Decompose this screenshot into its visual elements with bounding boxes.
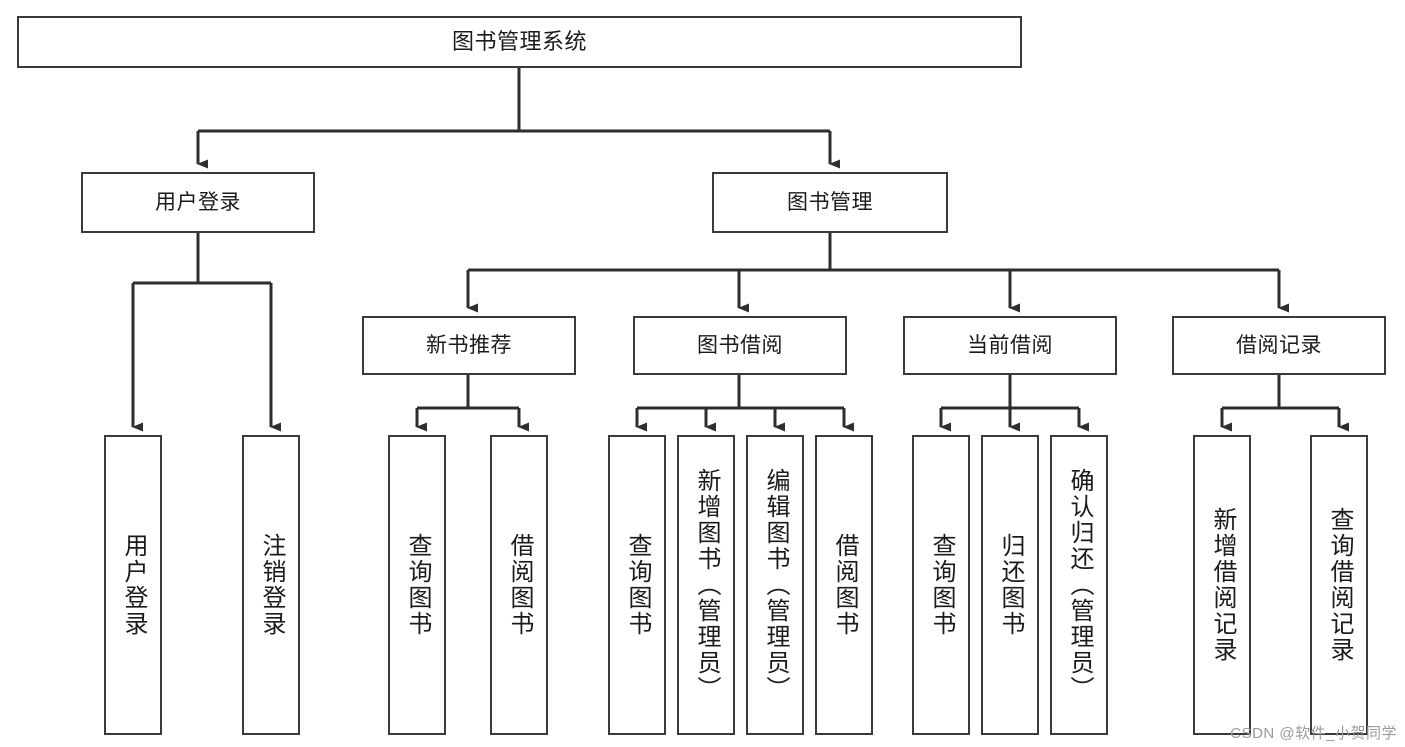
node-label: 查询图书	[403, 533, 431, 637]
node-label: 查询图书	[623, 533, 651, 637]
node-label: 查询图书	[927, 533, 955, 637]
node-book-management[interactable]: 图书管理	[712, 172, 948, 233]
node-label: 当前借阅	[967, 334, 1053, 357]
node-label: 图书管理系统	[451, 29, 587, 54]
leaf-record-add[interactable]: 新增借阅记录	[1193, 435, 1251, 735]
leaf-record-query[interactable]: 查询借阅记录	[1310, 435, 1368, 735]
node-label: 查询借阅记录	[1325, 507, 1353, 663]
node-label: 新书推荐	[426, 334, 512, 357]
node-current-borrow[interactable]: 当前借阅	[903, 316, 1117, 375]
leaf-borrow-edit-book[interactable]: 编辑图书（管理员）	[746, 435, 804, 735]
node-label: 归还图书	[996, 533, 1024, 637]
node-label: 图书借阅	[697, 334, 783, 357]
node-book-borrow[interactable]: 图书借阅	[633, 316, 847, 375]
leaf-current-return-book[interactable]: 归还图书	[981, 435, 1039, 735]
node-user-login[interactable]: 用户登录	[81, 172, 315, 233]
node-root-system[interactable]: 图书管理系统	[17, 16, 1022, 68]
node-label: 借阅记录	[1236, 334, 1322, 357]
node-label: 用户登录	[119, 533, 147, 637]
leaf-new-book-query[interactable]: 查询图书	[388, 435, 446, 735]
leaf-new-book-borrow[interactable]: 借阅图书	[490, 435, 548, 735]
node-label: 图书管理	[787, 191, 873, 214]
node-label: 借阅图书	[830, 533, 858, 637]
leaf-user-login[interactable]: 用户登录	[104, 435, 162, 735]
leaf-logout[interactable]: 注销登录	[242, 435, 300, 735]
node-label: 新增图书（管理员）	[692, 468, 720, 702]
watermark: CSDN @软件_小贺同学	[1230, 725, 1397, 742]
leaf-borrow-borrow-book[interactable]: 借阅图书	[815, 435, 873, 735]
leaf-borrow-query-book[interactable]: 查询图书	[608, 435, 666, 735]
leaf-current-confirm-return[interactable]: 确认归还（管理员）	[1050, 435, 1108, 735]
node-label: 借阅图书	[505, 533, 533, 637]
node-label: 编辑图书（管理员）	[761, 468, 789, 702]
node-label: 注销登录	[257, 533, 285, 637]
node-label: 确认归还（管理员）	[1065, 468, 1093, 702]
node-label: 新增借阅记录	[1208, 507, 1236, 663]
leaf-borrow-add-book[interactable]: 新增图书（管理员）	[677, 435, 735, 735]
node-borrow-record[interactable]: 借阅记录	[1172, 316, 1386, 375]
node-new-book-recommend[interactable]: 新书推荐	[362, 316, 576, 375]
leaf-current-query-book[interactable]: 查询图书	[912, 435, 970, 735]
node-label: 用户登录	[155, 191, 241, 214]
